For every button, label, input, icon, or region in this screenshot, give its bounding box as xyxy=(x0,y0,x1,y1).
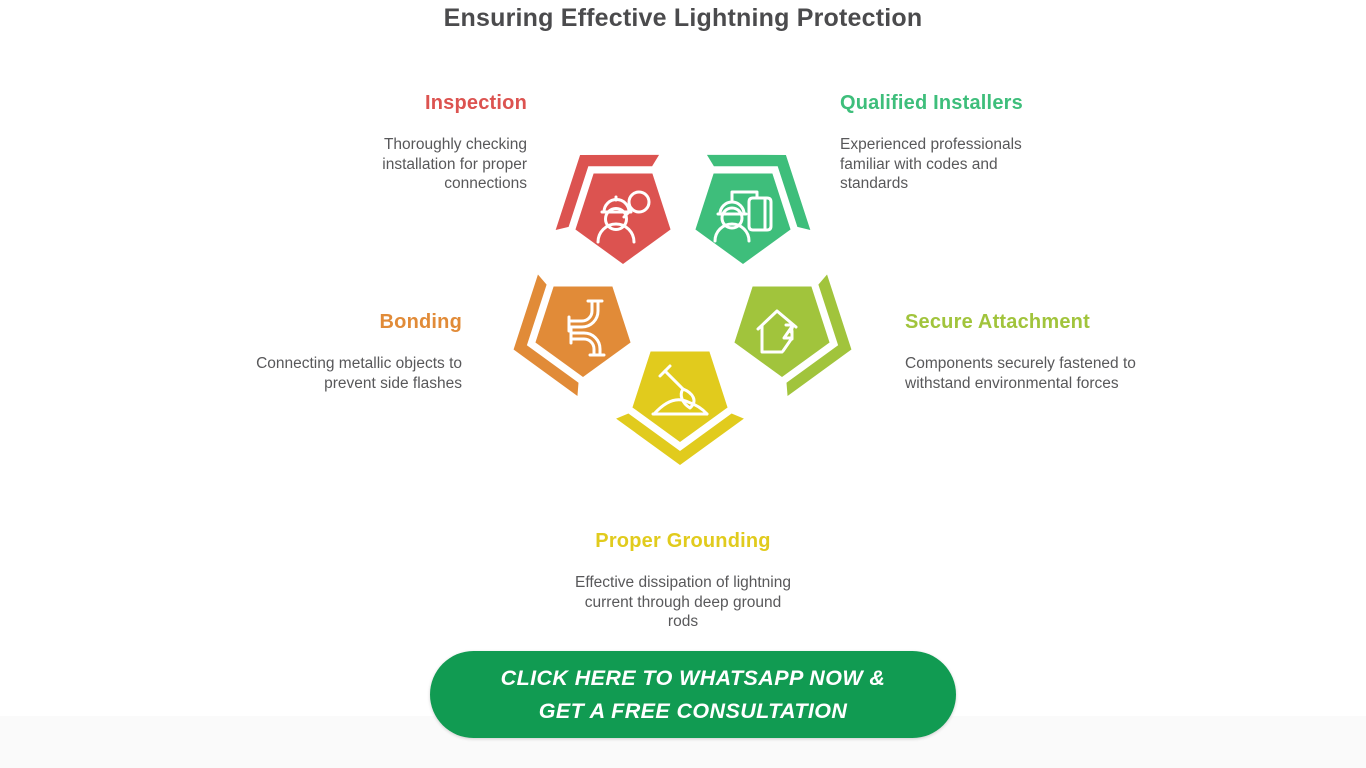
bracket-bonding xyxy=(513,274,579,396)
section-description-proper-grounding: Effective dissipation of lightning curre… xyxy=(575,574,791,630)
section-bonding: Bonding Connecting metallic objects to p… xyxy=(232,311,462,393)
engineer-magnifier-icon xyxy=(596,190,651,244)
bracket-inspection xyxy=(555,154,660,231)
section-title-bonding: Bonding xyxy=(379,311,462,333)
cta-line-1: CLICK HERE TO WHATSAPP NOW & xyxy=(500,665,886,690)
shovel-ground-icon xyxy=(651,364,709,416)
cta-line-2: GET A FREE CONSULTATION xyxy=(538,698,848,723)
badge-bonding xyxy=(513,274,631,396)
pipes-icon xyxy=(567,299,606,357)
section-title-qualified-installers: Qualified Installers xyxy=(840,92,1023,114)
section-title-inspection: Inspection xyxy=(424,92,527,114)
house-lightning-icon xyxy=(756,309,798,354)
section-proper-grounding: Proper Grounding Effective dissipation o… xyxy=(568,530,798,632)
bracket-proper-grounding xyxy=(616,413,744,465)
page-title: Ensuring Effective Lightning Protection xyxy=(443,4,923,32)
badge-qualified-installers xyxy=(695,154,811,264)
pentagon-diagram xyxy=(513,154,852,465)
section-inspection: Inspection Thoroughly checking installat… xyxy=(257,92,527,194)
badge-inspection xyxy=(555,154,671,264)
bracket-qualified-installers xyxy=(706,154,811,231)
pentagon-inspection xyxy=(575,173,671,264)
whatsapp-cta-button[interactable]: CLICK HERE TO WHATSAPP NOW & GET A FREE … xyxy=(430,651,956,738)
badge-secure-attachment xyxy=(734,274,852,396)
bracket-secure-attachment xyxy=(786,274,852,396)
section-title-proper-grounding: Proper Grounding xyxy=(595,530,771,552)
section-secure-attachment: Secure Attachment Components securely fa… xyxy=(905,311,1137,393)
section-description-bonding: Connecting metallic objects to prevent s… xyxy=(256,355,462,392)
section-description-secure-attachment: Components securely fastened to withstan… xyxy=(905,355,1136,392)
engineer-blueprint-icon xyxy=(713,190,773,243)
badge-proper-grounding xyxy=(616,351,744,465)
section-description-inspection: Thoroughly checking installation for pro… xyxy=(382,136,527,192)
section-description-qualified-installers: Experienced professionals familiar with … xyxy=(840,136,1022,192)
pentagon-secure-attachment xyxy=(734,286,830,377)
section-title-secure-attachment: Secure Attachment xyxy=(905,311,1090,333)
section-qualified-installers: Qualified Installers Experienced profess… xyxy=(840,92,1040,194)
